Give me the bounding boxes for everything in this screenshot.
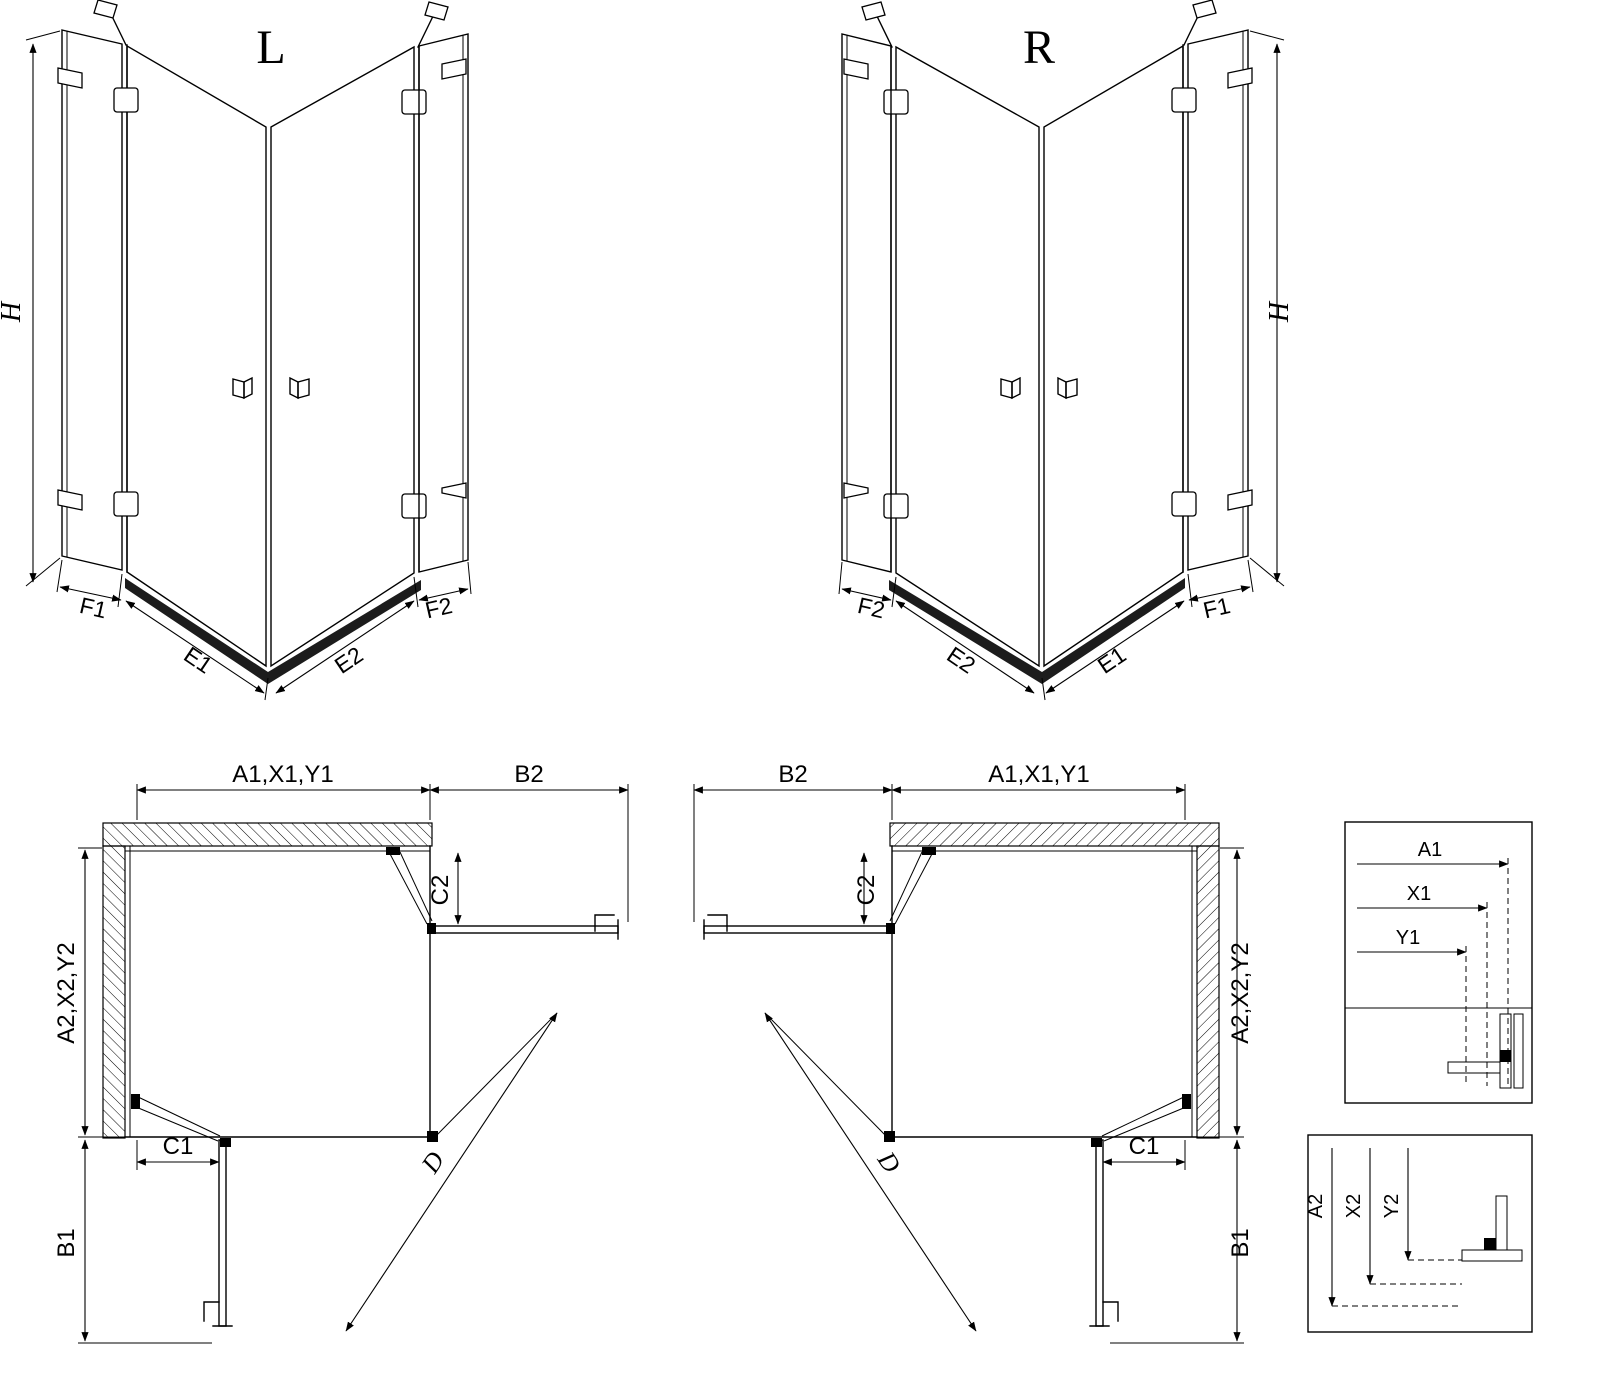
- detail-view-top: [1344, 821, 1533, 1104]
- plan-left-d-label: D: [415, 1146, 450, 1179]
- height-label-left: H: [0, 300, 27, 323]
- plan-left-c2-label: C2: [427, 875, 454, 906]
- variant-label-left: L: [256, 21, 285, 74]
- height-label-right: H: [1264, 300, 1295, 323]
- detail-a2-label: A2: [1305, 1194, 1327, 1218]
- profile-section-top: [1447, 1013, 1524, 1089]
- variant-label-right: R: [1023, 21, 1055, 74]
- dim-label-f2-left: F2: [423, 592, 455, 623]
- profile-section-bottom: [1461, 1195, 1523, 1262]
- dim-label-f1-left: F1: [77, 592, 109, 623]
- plan-left-c1-label: C1: [163, 1133, 194, 1160]
- dim-label-e2-right: E2: [942, 641, 980, 678]
- plan-right-side-dim-label: A2,X2,Y2: [1227, 942, 1254, 1043]
- detail-x2-label: X2: [1343, 1194, 1365, 1218]
- dim-label-e1-right: E1: [1093, 641, 1131, 678]
- plan-left-top-dim-label: A1,X1,Y1: [232, 761, 333, 788]
- plan-right-top-dim-label: A1,X1,Y1: [988, 761, 1089, 788]
- detail-a1-label: A1: [1418, 839, 1442, 861]
- dim-label-f1-right: F1: [1201, 592, 1233, 623]
- detail-view-bottom: [1307, 1134, 1533, 1333]
- plan-view-right: [694, 784, 1244, 1343]
- plan-right-c1-label: C1: [1129, 1133, 1160, 1160]
- detail-y2-label: Y2: [1381, 1194, 1403, 1218]
- plan-right-c2-label: C2: [853, 875, 880, 906]
- dim-label-f2-right: F2: [855, 592, 887, 623]
- plan-right-b2-label: B2: [778, 761, 807, 788]
- plan-right-b1-label: B1: [1227, 1228, 1254, 1257]
- plan-view-left: [78, 784, 628, 1343]
- plan-left-side-dim-label: A2,X2,Y2: [53, 942, 80, 1043]
- dim-label-e2-left: E2: [330, 641, 368, 678]
- dim-label-e1-left: E1: [179, 641, 217, 678]
- plan-left-b1-label: B1: [53, 1228, 80, 1257]
- detail-y1-label: Y1: [1396, 927, 1420, 949]
- plan-left-b2-label: B2: [514, 761, 543, 788]
- plan-right-d-label: D: [871, 1146, 906, 1179]
- detail-x1-label: X1: [1407, 883, 1431, 905]
